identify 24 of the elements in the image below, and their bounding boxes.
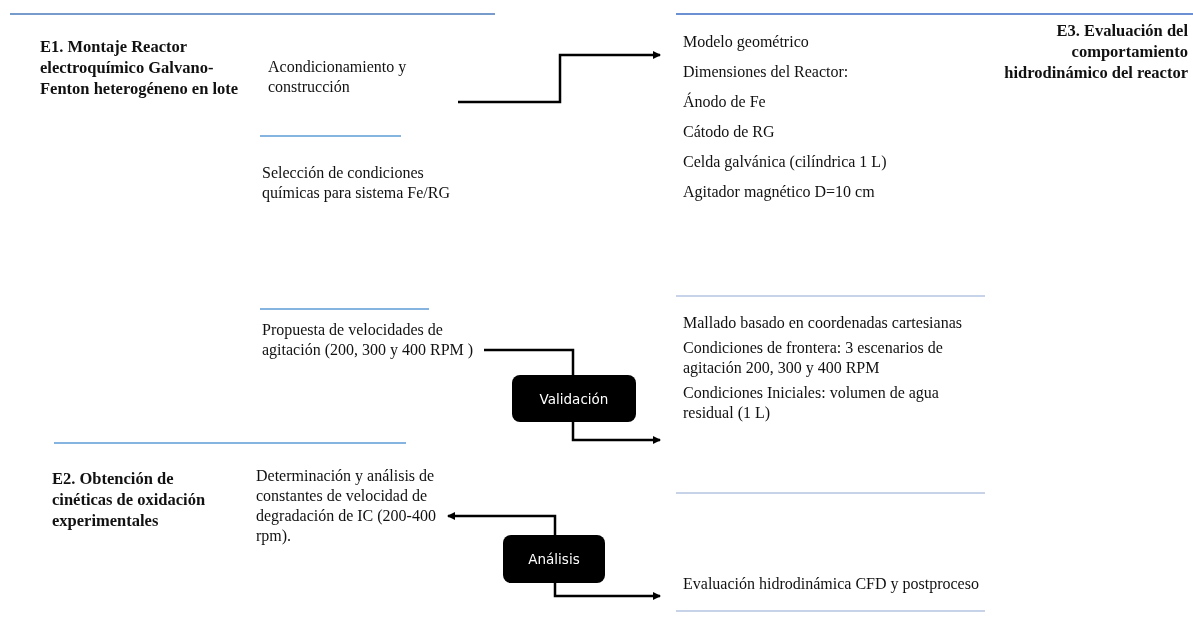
section-heading: E3. Evaluación del comportamiento hidrodinámico del reactor (990, 20, 1188, 83)
step-text: Acondicionamiento y construcción (268, 57, 458, 97)
list-item-text: Dimensiones del Reactor: (683, 62, 850, 82)
section-heading: E1. Montaje Reactor electroquímico Galvano-Fenton heterogéneno en lote (40, 36, 250, 99)
arrow (447, 512, 557, 535)
step-text: Evaluación hidrodinámica CFD y postproceso (660, 574, 985, 594)
step-text: Determinación y análisis de constantes de velocidad de degradación de IC (200-400 rpm). (256, 466, 446, 546)
section-heading: E2. Obtención de cinéticas de oxidación experimentales (52, 468, 222, 531)
process-label: Validación (512, 375, 636, 422)
connector-line (484, 348, 575, 375)
step-text: Propuesta de velocidades de agitación (200, 300 y 400 RPM ) (262, 320, 484, 360)
arrow (571, 422, 661, 444)
list-item-text: Mallado basado en coordenadas cartesianas (683, 313, 963, 333)
process-label: Análisis (503, 535, 605, 583)
list-item-text: Agitador magnético D=10 cm (683, 182, 876, 202)
arrow (553, 583, 661, 600)
list-item-text: Ánodo de Fe (683, 92, 767, 112)
list-item-text: Celda galvánica (cilíndrica 1 L) (683, 152, 888, 172)
list-item-text: Condiciones Iniciales: volumen de agua residual (1 L) (683, 383, 940, 423)
list-item-text: Condiciones de frontera: 3 escenarios de agitación 200, 300 y 400 RPM (683, 338, 944, 378)
arrow (458, 51, 661, 104)
list-item-text: Modelo geométrico (683, 32, 810, 52)
step-text: Selección de condiciones químicas para sistema Fe/RG (262, 163, 462, 203)
list-item-text: Cátodo de RG (683, 122, 776, 142)
